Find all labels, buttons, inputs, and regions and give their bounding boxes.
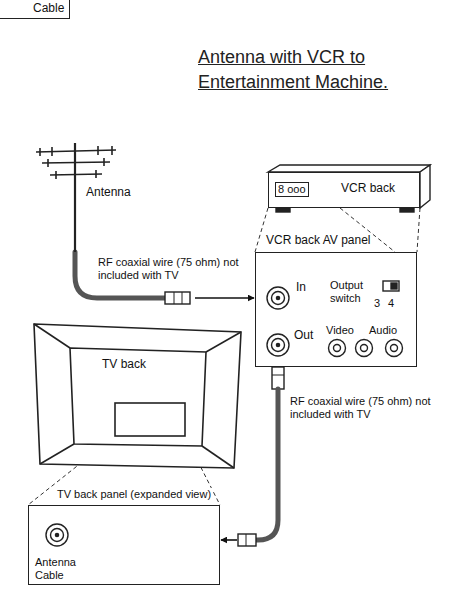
cable-box: Cable <box>0 0 70 19</box>
node-label: Output switch <box>330 279 380 304</box>
node-label: Antenna <box>86 186 131 200</box>
node-label: In <box>296 281 306 295</box>
tv-outline <box>30 318 245 473</box>
node-label: Antenna Cable <box>35 556 97 581</box>
antenna-node: Antenna <box>30 140 140 252</box>
tv-back-node: TV back <box>30 318 245 473</box>
node-label: Out <box>294 329 313 343</box>
tv-back-panel: TV back panel (expanded view)Antenna Cab… <box>28 505 220 585</box>
wire-label: RF coaxial wire (75 ohm) not included wi… <box>98 256 258 282</box>
wire-label: RF coaxial wire (75 ohm) not included wi… <box>290 395 450 421</box>
connector <box>255 208 420 252</box>
diagram-title: Antenna with VCR to Entertainment Machin… <box>198 45 398 95</box>
node-label: Audio <box>369 324 397 337</box>
node-label: Video <box>326 324 354 337</box>
node-label: TV back <box>102 358 146 372</box>
vcr-housing <box>268 165 430 212</box>
node-label: Cable <box>33 2 64 16</box>
av-panel: VCR back AV panelInOutput switch34OutVid… <box>255 252 417 367</box>
node-label: VCR back AV panel <box>264 234 373 248</box>
node-label: 3 <box>374 297 380 310</box>
node-label: VCR back <box>341 182 395 196</box>
vcr-back-box: 8 ooo VCR back <box>268 172 420 208</box>
node-label: 4 <box>388 297 394 310</box>
node-label: TV back panel (expanded view) <box>55 488 213 501</box>
node-label: 8 ooo <box>275 182 309 197</box>
